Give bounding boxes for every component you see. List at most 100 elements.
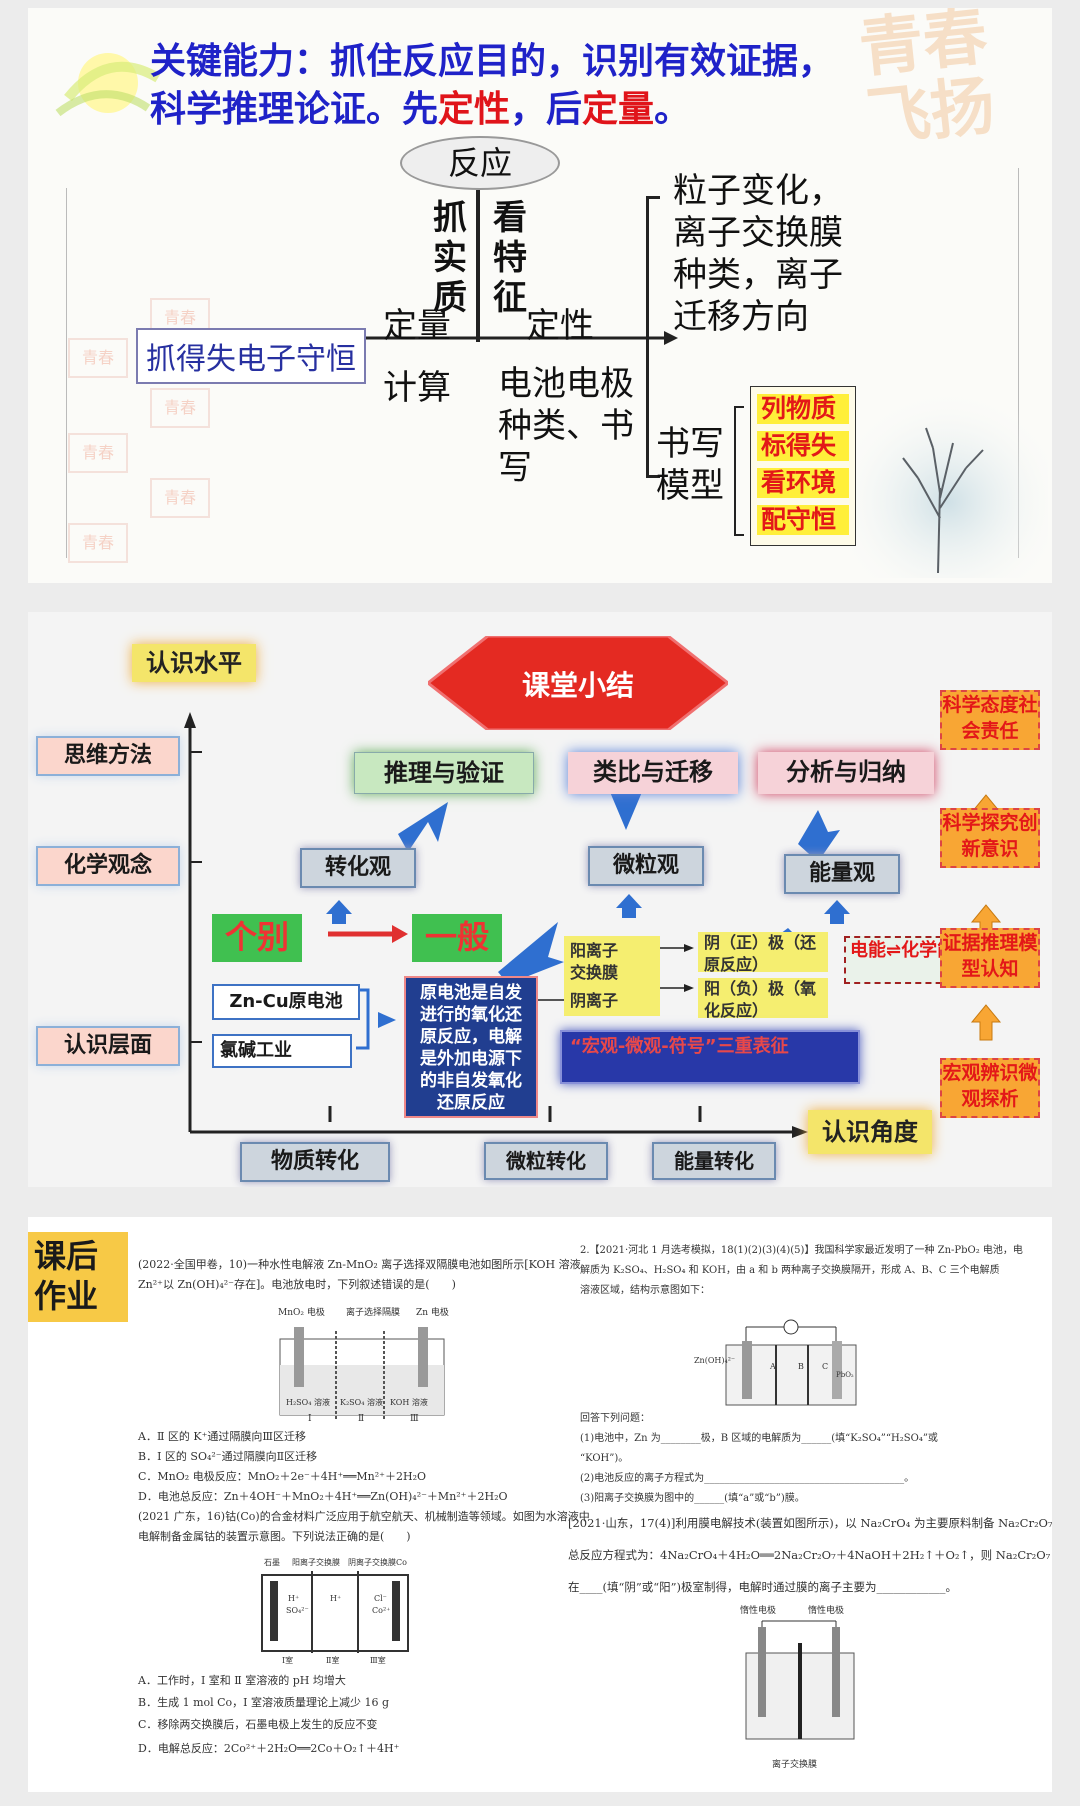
anode-oxidation: 阳（负）极（氧化反应） (698, 978, 828, 1020)
fig2-label-graphite: 石墨 (264, 1558, 280, 1567)
fig4-label-membrane: 离子交换膜 (772, 1760, 818, 1770)
membrane-electrolysis-figure (745, 1620, 855, 1740)
bracket-line (734, 406, 736, 536)
step-balance: 配守恒 (757, 505, 849, 535)
left-option-d: D．电池总反应：Zn＋4OH⁻＋MnO₂＋4H⁺══Zn(OH)₄²⁻＋Mn²⁺… (138, 1490, 508, 1503)
fig1-label-iii: Ⅲ (410, 1414, 419, 1424)
axis-particle-transform: 微粒转化 (484, 1142, 608, 1180)
fig3-label-c: C (822, 1362, 829, 1371)
fig1-label-membrane: 离子选择隔膜 (346, 1308, 401, 1318)
axis-energy-transform: 能量转化 (652, 1142, 776, 1180)
seal-stamp-icon: 青春 (68, 338, 128, 378)
reaction-oval: 反应 (400, 136, 560, 190)
zn-pbo2-cell-figure (725, 1319, 857, 1406)
fig2-label-co2: Co²⁺ (372, 1606, 391, 1615)
zn-mno2-cell-figure (279, 1327, 445, 1421)
fig4-label-electrode-left: 惰性电极 (740, 1606, 777, 1616)
sun-logo-icon (55, 53, 161, 117)
right-sub-3: (3)阳离子交换膜为图中的______(填“a”或“b”)膜。 (580, 1493, 805, 1504)
left-question-2-cont: 电解制备金属钴的装置示意图。下列说法正确的是( ) (138, 1530, 411, 1543)
left-question-1: (2022·全国甲卷，10)一种水性电解液 Zn-MnO₂ 离子选择双隔膜电池如… (138, 1258, 581, 1271)
particle-change-text: 粒子变化，离子交换膜种类，离子迁移方向 (673, 171, 843, 337)
fig3-label-zn: Zn(OH)₄²⁻ (694, 1356, 736, 1365)
fig3-label-b: B (798, 1362, 804, 1371)
fig1-label-ii: Ⅱ (358, 1414, 365, 1424)
fig1-label-zn: Zn 电极 (416, 1308, 449, 1318)
right-question-1-cont2: 溶液区域，结构示意图如下： (580, 1285, 710, 1296)
fig2-label-cl: Cl⁻ (374, 1594, 387, 1603)
right-sub-1: (1)电池中，Zn 为________极，B 区域的电解质为______(填“K… (580, 1433, 938, 1444)
cognition-level-label: 认识水平 (132, 644, 256, 682)
writing-model-label: 书写模型 (656, 424, 724, 506)
step-check-environment: 看环境 (757, 468, 849, 498)
case-zn-cu-cell: Zn-Cu原电池 (212, 984, 360, 1020)
seal-stamp-icon: 青春 (68, 523, 128, 563)
left-option2-a: A．工作时，Ⅰ 室和 Ⅱ 室溶液的 pH 均增大 (138, 1674, 346, 1687)
writing-steps-box: 列物质 标得失 看环境 配守恒 (750, 386, 856, 546)
level-thinking-method: 思维方法 (36, 736, 180, 776)
fig4-label-electrode-right: 惰性电极 (808, 1606, 845, 1616)
qualitative-label: 定性 (526, 306, 594, 346)
fig1-label-k2so4: K₂SO₄ 溶液 (340, 1398, 383, 1407)
left-option-a: A．Ⅱ 区的 K⁺通过隔膜向Ⅲ区迁移 (138, 1430, 307, 1443)
spine-line (476, 190, 480, 342)
view-transformation: 转化观 (300, 848, 416, 888)
right-sub-intro: 回答下列问题： (580, 1413, 650, 1424)
left-option2-c: C．移除两交换膜后，石墨电极上发生的反应不变 (138, 1718, 378, 1731)
fig1-label-koh: KOH 溶液 (390, 1398, 428, 1407)
class-summary-panel: 课堂小结 认识水平 思维方法 化学观念 认识层面 推理与验证 类比与迁移 分析与… (28, 612, 1052, 1187)
seal-stamp-icon: 青春 (68, 433, 128, 473)
right-sub-2: (2)电池反应的离子方程式为__________________________… (580, 1473, 915, 1484)
electrode-writing-text: 电池电极种类、书写 (498, 364, 634, 488)
level-cognition-aspect: 认识层面 (36, 1026, 180, 1066)
competency-attitude: 科学态度社会责任 (940, 690, 1040, 750)
cell-electrolysis-concept: 原电池是自发进行的氧化还原反应，电解是外加电源下的非自发氧化还原反应 (404, 976, 538, 1118)
case-chlor-alkali: 氯碱工业 (212, 1034, 352, 1068)
step-list-substances: 列物质 (757, 394, 849, 424)
fig2-label-room1: Ⅰ室 (282, 1656, 294, 1665)
seal-stamp-icon: 青春 (150, 388, 210, 428)
triple-representation: “宏观-微观-符号”三重表征 (560, 1030, 860, 1084)
border-line (66, 188, 67, 558)
fig2-label-h2: H⁺ (330, 1594, 342, 1603)
quantitative-label: 定量 (383, 306, 451, 346)
co-electrolysis-figure (261, 1571, 409, 1653)
cognition-angle-label: 认识角度 (808, 1110, 932, 1154)
fig2-label-room2: Ⅱ室 (326, 1656, 340, 1665)
fig2-label-room3: Ⅲ室 (370, 1656, 386, 1665)
left-question-2: (2021 广东，16)钴(Co)的合金材料广泛应用于航空航天、机械制造等领域。… (138, 1510, 590, 1523)
fig1-label-mno2: MnO₂ 电极 (278, 1308, 325, 1318)
right-question-2: [2021·山东，17(4)]利用膜电解技术(装置如图所示)，以 Na₂CrO₄… (568, 1516, 1052, 1530)
right-sub-1-cont: “KOH”)。 (580, 1453, 629, 1464)
fig2-label-anion-membrane: 阴离子交换膜 (348, 1558, 396, 1567)
border-line (1018, 168, 1019, 558)
see-feature-label: 看特征 (493, 198, 527, 318)
bracket-line (646, 196, 649, 478)
seal-stamp-icon: 青春 (150, 478, 210, 518)
right-question-1: 2.【2021·河北 1 月选考模拟，18(1)(2)(3)(4)(5)】我国科… (580, 1245, 1023, 1256)
left-question-1-cont: Zn²⁺以 Zn(OH)₄²⁻存在]。电池放电时，下列叙述错误的是( ) (138, 1278, 456, 1291)
left-option2-d: D．电解总反应：2Co²⁺＋2H₂O══2Co＋O₂↑＋4H⁺ (138, 1742, 400, 1755)
grasp-essence-label: 抓实质 (433, 198, 467, 318)
fig2-label-h1: H⁺ (288, 1594, 300, 1603)
electron-conservation-box: 抓得失电子守恒 (136, 328, 366, 384)
step-mark-electrons: 标得失 (757, 431, 849, 461)
fig3-label-a: A (770, 1362, 776, 1371)
fig2-label-cation-membrane: 阳离子交换膜 (292, 1558, 340, 1567)
homework-panel: 课后作业 (2022·全国甲卷，10)一种水性电解液 Zn-MnO₂ 离子选择双… (28, 1217, 1052, 1792)
bracket-line (734, 406, 744, 408)
summary-diamond (428, 636, 728, 730)
particular-label: 个别 (212, 914, 302, 962)
bracket-line (646, 196, 660, 199)
fig1-label-h2so4: H₂SO₄ 溶液 (286, 1398, 330, 1407)
fig2-label-so4: SO₄²⁻ (286, 1606, 309, 1615)
right-question-1-cont: 解质为 K₂SO₄、H₂SO₄ 和 KOH，由 a 和 b 两种离子交换膜隔开，… (580, 1265, 1000, 1276)
competency-macro-micro: 宏观辨识微观探析 (940, 1058, 1040, 1118)
cathode-reduction: 阴（正）极（还原反应） (698, 932, 828, 974)
method-analysis-induction: 分析与归纳 (758, 752, 934, 794)
view-energy: 能量观 (784, 854, 900, 894)
class-summary-title: 课堂小结 (521, 669, 634, 702)
axis-matter-transform: 物质转化 (240, 1142, 390, 1182)
method-reason-verify: 推理与验证 (354, 752, 534, 794)
key-ability-panel: 青春飞扬 关键能力：抓住反应目的，识别有效证据， 科学推理论证。先定性，后定量。… (28, 8, 1052, 583)
